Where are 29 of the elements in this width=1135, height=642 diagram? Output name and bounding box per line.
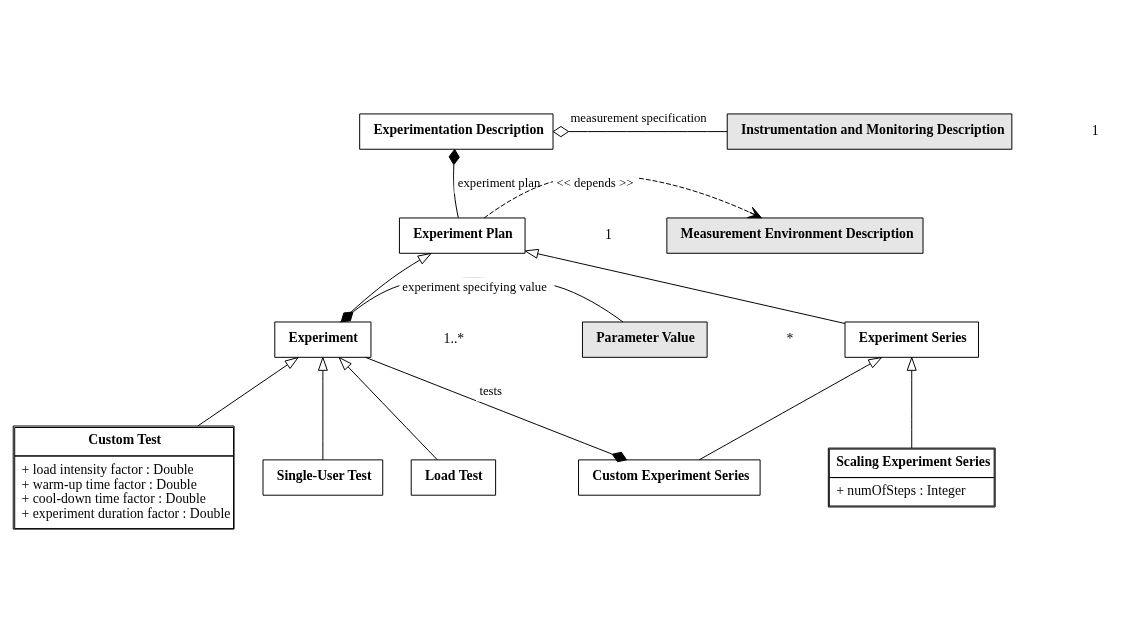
node-box: Parameter Value <box>582 321 708 358</box>
node-box: Experiment Plan <box>398 216 526 254</box>
arrow <box>524 248 846 324</box>
node-box: Single-User Test <box>262 458 384 496</box>
arrow <box>317 356 328 460</box>
connector <box>448 148 460 218</box>
node-box: Experiment Series <box>844 321 979 358</box>
label: 1 <box>605 226 612 242</box>
edge-label: tests <box>479 383 503 398</box>
edge-label: experiment plan <box>457 175 541 190</box>
arrow <box>197 356 299 426</box>
arrow <box>906 356 917 448</box>
arrow <box>339 252 432 322</box>
arrow <box>698 356 882 460</box>
label: 1 <box>1091 122 1099 138</box>
label: 1..* <box>443 330 465 346</box>
node-box: Load Test <box>410 458 497 496</box>
edge-label: << depends >> <box>556 175 634 190</box>
connector <box>552 125 728 137</box>
node-box: Measurement Environment Description <box>666 216 924 254</box>
edge-label: measurement specification <box>570 110 707 125</box>
arrow <box>338 356 438 460</box>
label: * <box>786 330 794 346</box>
node-box: Experimentation Description <box>359 112 554 150</box>
node-box: Instrumentation and Monitoring Description <box>726 112 1013 150</box>
edge-label: experiment specifying value <box>402 279 547 294</box>
node-box: Custom Experiment Series <box>578 458 761 496</box>
connector <box>365 356 628 462</box>
node-box: Experiment <box>274 321 372 358</box>
